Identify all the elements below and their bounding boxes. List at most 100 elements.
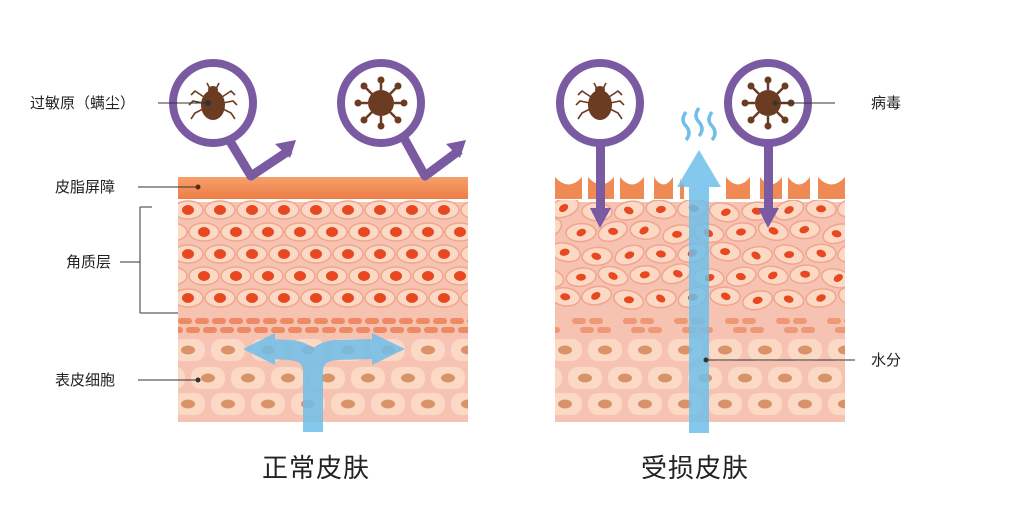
cell-nucleus: [838, 400, 852, 409]
compact-cell: [263, 318, 277, 324]
epidermal-cell: [151, 367, 185, 389]
cell-nucleus: [198, 227, 210, 237]
compact-cell: [382, 318, 396, 324]
cell-nucleus: [521, 374, 535, 383]
cell-nucleus: [181, 346, 195, 355]
cell-nucleus: [422, 271, 434, 281]
compact-cell: [373, 327, 387, 333]
cell-nucleus: [141, 346, 155, 355]
compact-cell: [869, 327, 883, 333]
cell-nucleus: [848, 202, 860, 213]
compact-cell: [450, 318, 464, 324]
cell-nucleus: [182, 205, 194, 215]
allergen-label: 过敏原（螨尘）: [30, 94, 135, 112]
compact-cell: [793, 318, 807, 324]
cell-nucleus: [406, 293, 418, 303]
compact-cell: [195, 318, 209, 324]
cell-nucleus: [358, 271, 370, 281]
cell-nucleus: [230, 271, 242, 281]
compact-cell: [597, 327, 611, 333]
cell-nucleus: [527, 293, 539, 303]
compact-cell: [742, 318, 756, 324]
cell-nucleus: [214, 249, 226, 259]
cell-nucleus: [618, 374, 632, 383]
compact-cell: [186, 327, 200, 333]
compact-cell: [767, 327, 781, 333]
compact-cell: [288, 327, 302, 333]
compact-cell: [441, 327, 455, 333]
epidermal-cell: [491, 339, 525, 361]
cell-nucleus: [381, 400, 395, 409]
cell-nucleus: [738, 374, 752, 383]
compact-cell: [555, 318, 569, 324]
compact-cell: [416, 318, 430, 324]
cell-nucleus: [558, 400, 572, 409]
cell-nucleus: [341, 400, 355, 409]
cell-nucleus: [540, 224, 551, 236]
corneocyte: [517, 242, 549, 264]
compact-cell: [631, 327, 645, 333]
epidermal-cell: [888, 367, 922, 389]
cell-nucleus: [141, 400, 155, 409]
compact-cell: [237, 327, 251, 333]
compact-cell: [220, 327, 234, 333]
epidermal-cells-label: 表皮细胞: [55, 371, 115, 389]
cell-nucleus: [438, 293, 450, 303]
cell-nucleus: [898, 374, 912, 383]
cell-nucleus: [214, 293, 226, 303]
compact-cell: [657, 318, 671, 324]
barrier-fragment: [788, 177, 810, 199]
virus-icon: [355, 77, 408, 130]
cell-nucleus: [544, 272, 556, 283]
compact-cell: [390, 327, 404, 333]
compact-cell: [810, 318, 824, 324]
cell-nucleus: [278, 205, 290, 215]
cell-nucleus: [578, 374, 592, 383]
compact-cell: [708, 318, 722, 324]
corneocyte: [511, 188, 545, 222]
cell-nucleus: [221, 400, 235, 409]
compact-cell: [725, 318, 739, 324]
cell-nucleus: [326, 271, 338, 281]
epidermal-cell: [508, 339, 542, 361]
cell-nucleus: [598, 346, 612, 355]
cell-nucleus: [863, 227, 875, 238]
compact-cell: [407, 327, 421, 333]
cell-nucleus: [262, 271, 274, 281]
cell-nucleus: [310, 293, 322, 303]
compact-cell: [458, 327, 472, 333]
cell-nucleus: [294, 271, 306, 281]
cell-nucleus: [638, 400, 652, 409]
cell-nucleus: [166, 271, 178, 281]
cell-nucleus: [818, 374, 832, 383]
corneocyte: [141, 201, 171, 219]
cell-nucleus: [638, 346, 652, 355]
cell-nucleus: [527, 248, 539, 260]
compact-cell: [640, 318, 654, 324]
cell-nucleus: [246, 249, 258, 259]
cell-nucleus: [201, 374, 215, 383]
cell-nucleus: [454, 227, 466, 237]
cell-nucleus: [598, 400, 612, 409]
epidermal-cell: [511, 367, 545, 389]
stratum-corneum-label: 角质层: [66, 253, 111, 271]
corneocyte: [157, 267, 187, 285]
cell-nucleus: [182, 249, 194, 259]
compact-cell: [852, 327, 866, 333]
compact-cell: [733, 327, 747, 333]
cell-nucleus: [261, 400, 275, 409]
cell-nucleus: [461, 346, 475, 355]
compact-cell: [759, 318, 773, 324]
corneocyte: [516, 285, 550, 310]
compact-cell: [563, 327, 577, 333]
compact-cell: [339, 327, 353, 333]
cell-nucleus: [864, 273, 874, 281]
corneocyte: [853, 223, 884, 243]
epidermal-cell: [491, 393, 525, 415]
compact-cell: [475, 327, 489, 333]
compact-cell: [776, 318, 790, 324]
cell-nucleus: [390, 271, 402, 281]
cell-nucleus: [522, 201, 532, 213]
cell-nucleus: [718, 400, 732, 409]
